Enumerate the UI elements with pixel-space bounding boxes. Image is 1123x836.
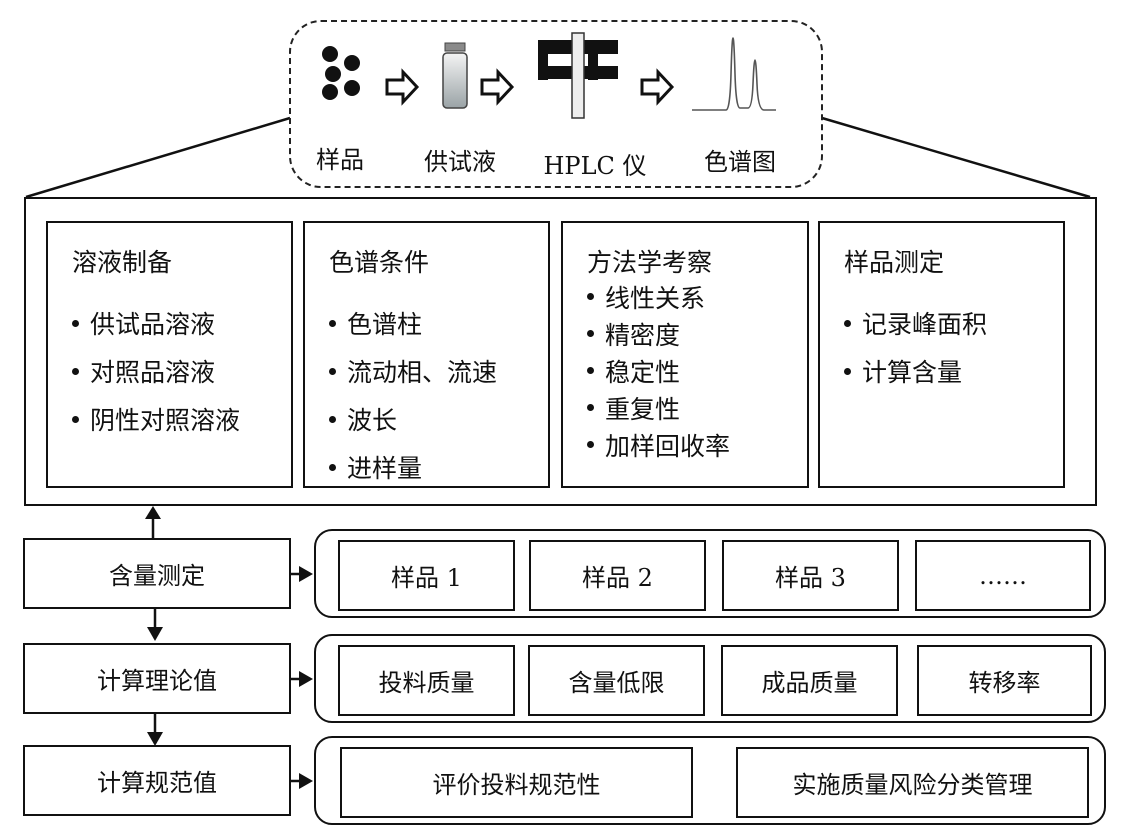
bullet-icon [329,319,336,327]
sample-dots-icon [322,46,360,100]
step-label-test-solution: 供试液 [424,148,496,176]
process-detail-group [314,529,1106,618]
method-card-item: 流动相、流速 [329,347,497,395]
arrow-right-icon [291,773,313,789]
bullet-icon [844,367,851,375]
vial-icon [442,42,468,109]
method-card-item-text: 稳定性 [605,357,681,387]
method-card-item: 对照品溶液 [72,347,240,395]
process-detail-item: 样品 1 [338,540,515,611]
method-card-item: 供试品溶液 [72,299,240,347]
process-step-box: 计算规范值 [23,745,291,816]
arrow-right-icon [291,566,313,582]
bullet-icon [72,367,79,375]
method-card-item: 加样回收率 [587,426,730,463]
method-card-title: 样品测定 [844,248,945,277]
hollow-arrow-icon [385,68,420,106]
process-detail-group [314,736,1106,825]
hollow-arrow-icon [640,68,675,106]
process-detail-item: 转移率 [917,645,1092,716]
method-card-item: 波长 [329,395,497,443]
method-card-list: 记录峰面积计算含量 [844,299,987,395]
arrow-down-icon [147,714,163,746]
step-label-chromatogram: 色谱图 [704,148,776,176]
method-card-item: 精密度 [587,315,730,352]
process-detail-item: …… [915,540,1091,611]
method-card-list: 色谱柱流动相、流速波长进样量 [329,299,497,491]
method-card: 色谱条件色谱柱流动相、流速波长进样量 [303,221,550,488]
method-card-title: 色谱条件 [329,248,430,277]
arrow-down-icon [147,609,163,641]
method-card-title: 方法学考察 [587,248,713,277]
hollow-arrow-icon [480,68,515,106]
method-card-item-text: 对照品溶液 [90,358,216,387]
process-step-box: 含量测定 [23,538,291,609]
bullet-icon [329,415,336,423]
process-detail-item: 样品 3 [722,540,899,611]
method-card-item: 计算含量 [844,347,987,395]
arrow-right-icon [291,671,313,687]
bullet-icon [329,367,336,375]
method-card-item: 阴性对照溶液 [72,395,240,443]
hplc-workflow-box [289,20,823,188]
bullet-icon [587,441,594,448]
method-card-item-text: 精密度 [605,320,681,350]
method-card-item: 重复性 [587,389,730,426]
method-card-list: 线性关系精密度稳定性重复性加样回收率 [587,278,730,463]
bullet-icon [587,293,594,300]
hplc-instrument-icon [538,32,618,119]
bullet-icon [587,330,594,337]
method-card-item-text: 加样回收率 [605,431,731,461]
bullet-icon [844,319,851,327]
method-card-item-text: 供试品溶液 [90,310,216,339]
method-card-item-text: 进样量 [347,454,423,483]
method-card-item: 色谱柱 [329,299,497,347]
bullet-icon [72,319,79,327]
method-card-item-text: 线性关系 [605,283,706,313]
arrow-up-icon [145,506,161,539]
process-step-box: 计算理论值 [23,643,291,714]
bullet-icon [587,404,594,411]
process-detail-item: 投料质量 [338,645,515,716]
method-card-list: 供试品溶液对照品溶液阴性对照溶液 [72,299,240,443]
method-card-item: 稳定性 [587,352,730,389]
method-card-title: 溶液制备 [72,248,173,277]
method-card-item: 进样量 [329,443,497,491]
step-label-sample: 样品 [316,146,364,174]
method-card-item-text: 色谱柱 [347,310,423,339]
method-card: 方法学考察线性关系精密度稳定性重复性加样回收率 [561,221,809,488]
process-detail-item: 实施质量风险分类管理 [736,747,1089,818]
step-label-hplc: HPLC 仪 [543,152,647,180]
method-card-item-text: 重复性 [605,394,681,424]
bullet-icon [329,463,336,471]
method-card-item-text: 计算含量 [862,358,963,387]
process-detail-item: 评价投料规范性 [340,747,693,818]
bullet-icon [72,415,79,423]
method-card-item-text: 阴性对照溶液 [90,406,241,435]
process-detail-item: 含量低限 [528,645,705,716]
method-card-item-text: 记录峰面积 [862,310,988,339]
process-detail-group [314,634,1106,723]
chromatogram-icon [692,37,776,111]
method-card: 溶液制备供试品溶液对照品溶液阴性对照溶液 [46,221,293,488]
method-card-item: 线性关系 [587,278,730,315]
method-card-item-text: 流动相、流速 [347,358,498,387]
method-card: 样品测定记录峰面积计算含量 [818,221,1065,488]
bullet-icon [587,367,594,374]
process-detail-item: 样品 2 [529,540,706,611]
method-card-item: 记录峰面积 [844,299,987,347]
method-card-item-text: 波长 [347,406,398,435]
process-detail-item: 成品质量 [721,645,898,716]
